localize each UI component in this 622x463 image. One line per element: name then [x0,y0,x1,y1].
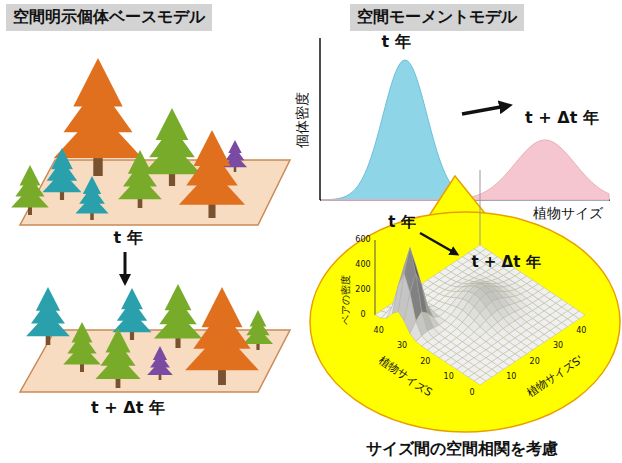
tick-label: 10 [444,373,454,382]
time-arrow [124,252,127,280]
axis-title: 植物サイズ [533,206,603,221]
tree-crown [154,312,202,338]
tree-crown [75,195,108,213]
tree [179,130,245,218]
tree-crown [118,176,162,200]
axis-title: ペアの密度 [340,275,351,325]
tree-crown [243,328,273,344]
tree [11,165,49,215]
tree-crown [26,313,70,337]
tree [243,310,273,350]
tree-crown [147,361,173,375]
tree-crown [185,330,259,370]
shift-arrow [462,106,506,114]
tick-label: 30 [553,342,563,351]
tree-crown [179,169,245,205]
tree [63,322,101,372]
time-label: t + Δt 年 [91,399,165,417]
time-label: t 年 [381,33,410,51]
tree [147,346,173,380]
time-label: t 年 [388,214,415,231]
surface-cell [474,377,486,385]
tick-label: 200 [355,286,370,295]
z-axis [375,240,376,315]
tick-label: 600 [355,236,370,245]
tick-label: 400 [355,261,370,270]
time-label: t + Δt 年 [525,109,599,127]
heading-text: 空間モーメントモデル [357,7,517,28]
tick-label: 0 [360,311,365,320]
tree-group [11,58,273,388]
tree [154,284,202,348]
tick-label: 40 [576,326,586,335]
tree [95,328,140,388]
tree [42,148,81,200]
tick-label: 10 [506,373,516,382]
model-heading: 空間明示個体ベースモデル [6,4,212,31]
tick-label: 0 [469,389,474,398]
tree [185,287,259,385]
tree-crown [54,110,143,158]
density-curve [321,60,609,200]
tick-label: 20 [420,357,430,366]
tree-crown [11,187,49,208]
model-heading: 空間モーメントモデル [350,4,524,31]
density-curves [321,60,609,200]
callout-bubble [310,212,620,432]
tree [75,176,108,220]
tree [223,140,247,172]
time-label: t 年 [113,229,142,247]
tick-label: 40 [374,326,384,335]
pair-density-surface [375,170,585,385]
back-edge [480,170,481,245]
tree-crown [63,344,101,365]
tree [26,287,70,345]
tree-crown [143,142,202,174]
shift-arrow [420,233,455,253]
time-label: t + Δt 年 [471,254,540,271]
tree [118,150,162,208]
caption: サイズ間の空間相関を考慮 [366,440,558,458]
tick-label: 30 [397,342,407,351]
tick-label: 20 [530,357,540,366]
heading-text: 空間明示個体ベースモデル [13,7,205,28]
y-axis [319,38,321,200]
tree [143,108,202,186]
tree-crown [42,171,81,192]
tree-crown [95,354,140,379]
axis-title: 個体密度 [295,92,310,148]
